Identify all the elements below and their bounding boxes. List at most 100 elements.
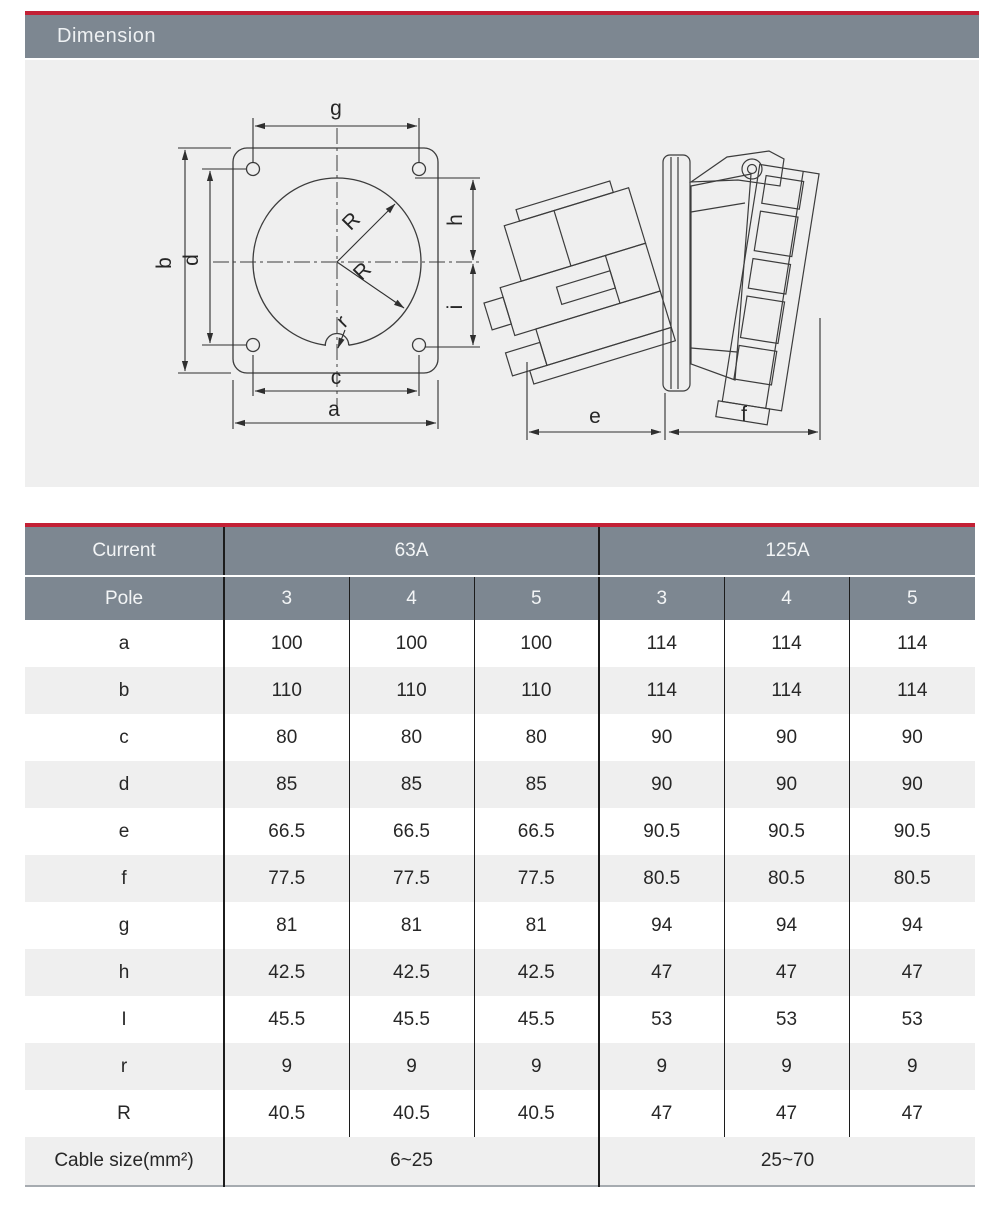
- terminal-block: [483, 180, 677, 385]
- dim-value: 94: [724, 902, 850, 949]
- dimension-diagram-panel: g b d h i c a R R r: [25, 60, 979, 487]
- row-label: Cable size(mm²): [25, 1137, 225, 1186]
- dim-value: 81: [224, 902, 350, 949]
- dim-label-f: f: [741, 403, 747, 426]
- dimension-diagram: g b d h i c a R R r: [153, 97, 821, 440]
- dim-label-c: c: [331, 366, 342, 389]
- mounting-hole: [245, 337, 261, 353]
- dim-label-r: r: [332, 311, 353, 332]
- dim-label-b: b: [153, 257, 176, 269]
- table-row-I: I 45.5 45.5 45.5 53 53 53: [25, 996, 975, 1043]
- dim-value: 80.5: [599, 855, 725, 902]
- pole-125a-5: 5: [849, 576, 975, 620]
- current-header-label: Current: [25, 527, 225, 577]
- centerlines: [213, 128, 480, 412]
- dim-value: 90: [724, 761, 850, 808]
- side-view: [483, 150, 820, 426]
- row-label: d: [25, 761, 225, 808]
- dim-value: 40.5: [349, 1090, 475, 1137]
- dim-value: 85: [349, 761, 475, 808]
- dim-value: 100: [474, 620, 600, 667]
- current-group-125a: 125A: [599, 527, 975, 577]
- socket-opening: [252, 177, 422, 346]
- row-label: e: [25, 808, 225, 855]
- pole-63a-3: 3: [224, 576, 350, 620]
- dim-value: 114: [724, 667, 850, 714]
- dim-label-a: a: [328, 398, 340, 421]
- dim-value: 114: [897, 632, 928, 654]
- cable-size-125a: 25~70: [760, 1150, 815, 1171]
- row-label: g: [25, 902, 225, 949]
- dim-value: 100: [224, 620, 350, 667]
- dim-value: 9: [906, 1055, 918, 1077]
- side-dimensions: [526, 318, 821, 440]
- dim-value: 42.5: [474, 949, 600, 996]
- dim-value: 53: [599, 996, 725, 1043]
- dim-value: 42.5: [349, 949, 475, 996]
- table-row-d: d 85 85 85 90 90 90: [25, 761, 975, 808]
- dim-value: 9: [349, 1043, 475, 1090]
- table-row-e: e 66.5 66.5 66.5 90.5 90.5 90.5: [25, 808, 975, 855]
- hinge-screw-icon: [741, 158, 763, 180]
- row-label: I: [25, 996, 225, 1043]
- dim-value: 80.5: [893, 867, 931, 889]
- pole-125a-3: 3: [599, 576, 725, 620]
- dim-value: 47: [724, 949, 850, 996]
- dim-value: 66.5: [349, 808, 475, 855]
- dim-value: 42.5: [224, 949, 350, 996]
- dim-value: 94: [901, 914, 923, 936]
- table-row-R: R 40.5 40.5 40.5 47 47 47: [25, 1090, 975, 1137]
- dim-value: 66.5: [224, 808, 350, 855]
- front-view: [213, 128, 480, 412]
- dim-value: 114: [599, 667, 725, 714]
- dim-value: 90: [901, 773, 923, 795]
- section-title: Dimension: [25, 15, 979, 58]
- table-row-c: c 80 80 80 90 90 90: [25, 714, 975, 761]
- row-label: r: [25, 1043, 225, 1090]
- dim-value: 90: [599, 714, 725, 761]
- dim-value: 47: [901, 961, 923, 983]
- dim-value: 40.5: [224, 1090, 350, 1137]
- dim-value: 66.5: [474, 808, 600, 855]
- dim-value: 80: [474, 714, 600, 761]
- dim-value: 47: [599, 1090, 725, 1137]
- row-label: R: [25, 1090, 225, 1137]
- dim-value: 9: [724, 1043, 850, 1090]
- dim-value: 110: [474, 667, 600, 714]
- dim-value: 114: [897, 679, 928, 701]
- dimension-table-wrap: Current 63A 125A Pole 3 4 5 3 4 5 a 100: [25, 523, 975, 1187]
- mounting-hole: [245, 161, 261, 177]
- mounting-hole: [411, 161, 427, 177]
- row-label: f: [25, 855, 225, 902]
- table-row-f: f 77.5 77.5 77.5 80.5 80.5 80.5: [25, 855, 975, 902]
- dim-value: 94: [599, 902, 725, 949]
- ribbed-lid: [715, 163, 820, 426]
- dim-label-R-upper: R: [338, 208, 365, 235]
- dim-value: 53: [724, 996, 850, 1043]
- mounting-hole: [411, 337, 427, 353]
- dim-label-d: d: [180, 254, 203, 266]
- dim-value: 9: [224, 1043, 350, 1090]
- dim-value: 47: [599, 949, 725, 996]
- pole-63a-4: 4: [349, 576, 475, 620]
- dim-value: 45.5: [474, 996, 600, 1043]
- dim-value: 77.5: [474, 855, 600, 902]
- dim-label-e: e: [589, 405, 601, 428]
- dim-value: 114: [599, 620, 725, 667]
- table-row-cable-size: Cable size(mm²) 6~25 25~70: [25, 1137, 975, 1186]
- dim-value: 81: [474, 902, 600, 949]
- dim-label-h: h: [444, 214, 467, 226]
- pole-125a-4: 4: [724, 576, 850, 620]
- cable-size-63a: 6~25: [224, 1137, 600, 1186]
- table-row-r: r 9 9 9 9 9 9: [25, 1043, 975, 1090]
- dim-value: 90.5: [724, 808, 850, 855]
- dim-label-g: g: [330, 97, 342, 120]
- current-header-row: Current 63A 125A: [25, 527, 975, 577]
- dim-value: 77.5: [224, 855, 350, 902]
- socket-body: [690, 173, 752, 381]
- dim-value: 40.5: [474, 1090, 600, 1137]
- lid-hinge: [688, 150, 785, 187]
- dim-value: 53: [901, 1008, 923, 1030]
- dim-value: 81: [349, 902, 475, 949]
